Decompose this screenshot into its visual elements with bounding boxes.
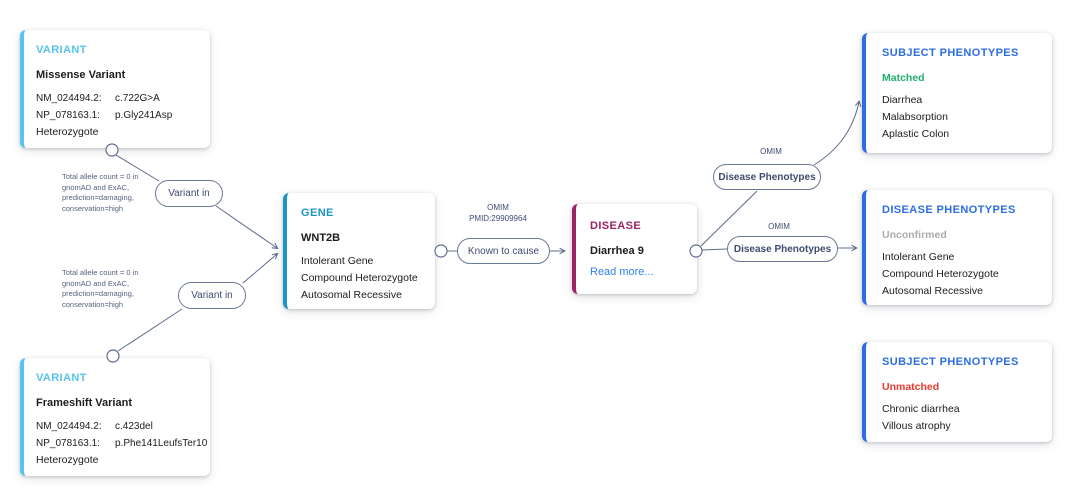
edge-annotation-top: Total allele count = 0 in gnomAD and ExA… [62,172,174,214]
edge-pill-variant-in-bottom[interactable]: Variant in [178,282,246,309]
protein-id: NP_078163.1: [36,438,100,449]
omim-source-label: OMIM [768,222,790,231]
omim-source-label: OMIM [487,203,509,212]
gene-attribute: Intolerant Gene [301,255,374,267]
annotation-line: Total allele count = 0 in [62,268,139,277]
disease-name: Diarrhea 9 [590,245,644,257]
gene-attribute: Autosomal Recessive [301,289,402,301]
transcript-row: NM_024494.2: c.722G>A [36,90,204,107]
annotation-line: gnomAD and ExAC, [62,182,130,192]
edge-source-disease-phenotypes-bottom: OMIM [729,221,829,232]
cdna-change: c.423del [115,421,153,432]
phenotype-item: Villous atrophy [882,420,951,432]
edge-variant-bottom-to-pill [117,308,183,352]
phenotype-item: Aplastic Colon [882,128,950,140]
edge-pill-disease-phenotypes-top[interactable]: Disease Phenotypes [713,164,821,190]
protein-change: p.Gly241Asp [115,110,173,121]
phenotype-item: Malabsorption [882,111,948,123]
card-type-label: SUBJECT PHENOTYPES [882,47,1019,59]
edge-source-disease-phenotypes-top: OMIM [721,146,821,157]
phenotype-item: Intolerant Gene [882,251,955,263]
transcript-row: NM_024494.2: c.423del [36,418,204,435]
edge-pill-disease-phenotypes-bottom[interactable]: Disease Phenotypes [727,236,838,262]
protein-id: NP_078163.1: [36,110,100,121]
subject-phenotypes-unmatched-node[interactable]: SUBJECT PHENOTYPES Unmatched Chronic dia… [862,342,1052,442]
transcript-id: NM_024494.2: [36,93,102,104]
protein-row: NP_078163.1: p.Phe141LeufsTer10 [36,435,208,452]
gene-symbol: WNT2B [301,232,341,244]
gene-node[interactable]: GENE WNT2B Intolerant Gene Compound Hete… [283,193,435,309]
gene-attribute: Compound Heterozygote [301,272,418,284]
edge-pill-label: Disease Phenotypes [733,243,832,255]
card-type-label: VARIANT [36,372,87,384]
variant-name: Frameshift Variant [36,397,132,409]
cdna-change: c.722G>A [115,93,160,104]
zygosity-label: Heterozygote [36,454,99,466]
variant-name: Missense Variant [36,69,126,81]
edge-pill-to-gene-top [215,205,279,250]
zygosity-label: Heterozygote [36,126,99,138]
edge-pill-label: Known to cause [467,245,540,257]
annotation-line: conservation=high [62,299,124,309]
phenotype-item: Chronic diarrhea [882,403,960,415]
edge-variant-top-to-pill [115,154,160,182]
omim-source-label: OMIM [760,147,782,156]
status-badge-unconfirmed: Unconfirmed [882,229,947,241]
card-type-label: GENE [301,207,334,219]
read-more-link[interactable]: Read more... [590,266,654,278]
pmid-reference: PMID:29909964 [469,214,527,223]
edge-pill-to-subject-matched [813,100,862,166]
card-type-label: SUBJECT PHENOTYPES [882,356,1019,368]
phenotype-item: Diarrhea [882,94,923,106]
variant-node-frameshift[interactable]: VARIANT Frameshift Variant NM_024494.2: … [20,358,210,476]
phenotype-item: Autosomal Recessive [882,285,983,297]
annotation-line: Total allele count = 0 in [62,172,139,181]
protein-change: p.Phe141LeufsTer10 [115,438,208,449]
status-badge-matched: Matched [882,72,925,84]
status-badge-unmatched: Unmatched [882,381,940,393]
edge-pill-variant-in-top[interactable]: Variant in [155,180,223,207]
phenotype-item: Compound Heterozygote [882,268,999,280]
edge-pill-label: Variant in [168,188,210,199]
annotation-line: prediction=damaging, [62,193,134,202]
card-type-label: VARIANT [36,44,87,56]
edge-pill-known-to-cause[interactable]: Known to cause [457,238,550,264]
subject-phenotypes-matched-node[interactable]: SUBJECT PHENOTYPES Matched Diarrhea Mala… [862,33,1052,153]
edge-annotation-bottom: Total allele count = 0 in gnomAD and ExA… [62,268,174,310]
variant-node-missense[interactable]: VARIANT Missense Variant NM_024494.2: c.… [20,30,210,148]
disease-node[interactable]: DISEASE Diarrhea 9 Read more... [572,204,697,294]
card-type-label: DISEASE PHENOTYPES [882,204,1016,216]
annotation-line: conservation=high [62,203,124,213]
edge-pill-label: Disease Phenotypes [718,171,816,183]
edge-disease-to-pill-bottom [701,248,728,251]
edge-pill-label: Variant in [191,290,233,301]
transcript-id: NM_024494.2: [36,421,102,432]
annotation-line: prediction=damaging, [62,289,134,298]
edge-disease-to-pill-top [700,190,758,247]
edge-source-known-to-cause: OMIM PMID:29909964 [438,202,558,224]
protein-row: NP_078163.1: p.Gly241Asp [36,107,204,124]
annotation-line: gnomAD and ExAC, [62,278,130,288]
edge-pill-to-gene-bottom [242,252,279,284]
card-type-label: DISEASE [590,220,642,232]
disease-phenotypes-node[interactable]: DISEASE PHENOTYPES Unconfirmed Intoleran… [862,190,1052,305]
